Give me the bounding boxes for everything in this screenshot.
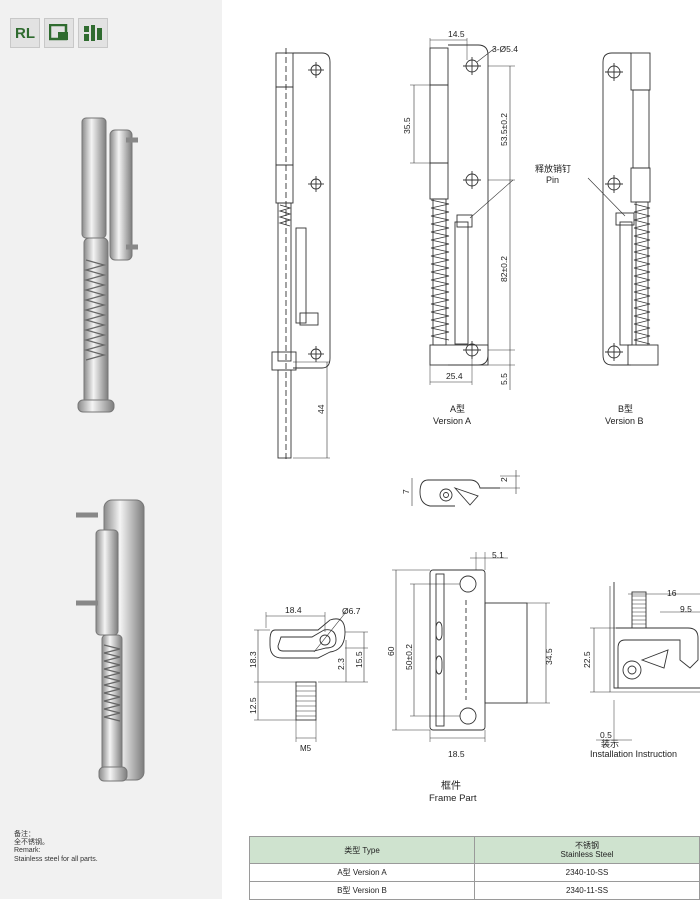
version-b-label-en: Version B [605,416,644,426]
dim-34-5: 34.5 [544,648,554,665]
dim-14-5: 14.5 [448,29,465,39]
version-b-view [587,52,659,366]
table-header-row: 类型 Type 不锈钢 Stainless Steel [249,836,700,864]
version-b-label-cn: B型 [618,404,633,414]
remark-note: 备注： 全不锈钢。 Remark: Stainless steel for al… [14,831,98,864]
hinge-photo-version-a [77,117,138,413]
product-photo-panel: RL 备注： 全不锈钢。 Remark: Stainless steel [0,0,222,899]
dim-15-5: 15.5 [354,651,364,668]
spec-table: 类型 Type 不锈钢 Stainless Steel A型 Version A… [249,836,700,900]
dim-7: 7 [401,489,411,494]
type-cell: A型 Version A [249,863,475,882]
dim-2-3: 2.3 [336,658,346,670]
type-cell: B型 Version B [249,881,475,900]
dim-5-1: 5.1 [492,550,504,560]
dim-53-5: 53.5±0.2 [499,113,509,146]
dim-2: 2 [499,477,509,482]
version-a-label-en: Version A [433,416,471,426]
dim-35-5: 35.5 [402,117,412,134]
dim-18-5: 18.5 [448,749,465,759]
rl-logo-icon: RL [10,18,40,48]
install-label-en: Installation Instruction [590,749,677,759]
table-row: A型 Version A 2340-10-SS [249,863,700,882]
technical-drawing-panel [222,0,700,899]
frame-part-front [392,552,550,742]
dim-44: 44 [316,404,326,414]
dim-16: 16 [667,588,677,598]
dim-0-5: 0.5 [600,730,612,740]
material-header-en: Stainless Steel [560,850,614,859]
type-header: 类型 Type [249,836,475,864]
version-a-label-cn: A型 [450,404,465,414]
dim-18-4: 18.4 [285,605,302,615]
pin-label-en: Pin [546,175,559,185]
table-row: B型 Version B 2340-11-SS [249,881,700,900]
dim-5-5: 5.5 [499,373,509,385]
dim-18-3: 18.3 [248,651,258,668]
dim-22-5: 22.5 [582,651,592,668]
remark-line: 全不锈钢。 [14,839,49,847]
dim-50: 50±0.2 [404,644,414,670]
dim-12-5: 12.5 [248,697,258,714]
frame-part-side [254,611,368,742]
dim-82: 82±0.2 [499,256,509,282]
material-header-cn: 不锈钢 [575,841,599,850]
dim-60: 60 [386,646,396,656]
frame-part-label-cn: 框件 [441,779,461,792]
material-header: 不锈钢 Stainless Steel [474,836,700,864]
remark-line: Stainless steel for all parts. [14,855,98,863]
dim-m5: M5 [300,744,312,753]
pin-label-cn: 释放销钉 [535,163,571,174]
end-view [411,470,520,507]
dim-25-4: 25.4 [446,371,463,381]
technical-drawing: 14.5 3-Ø5.4 35.5 53.5±0.2 82±0.2 5.5 25.… [248,29,700,804]
frame-part-label-en: Frame Part [429,793,477,804]
dim-phi-6-7: Ø6.7 [342,606,361,616]
dim-9-5: 9.5 [680,604,692,614]
side-view [271,48,331,460]
logo-strip: RL [10,18,108,48]
dimension-labels: 14.5 3-Ø5.4 35.5 53.5±0.2 82±0.2 5.5 25.… [248,29,692,804]
remark-line: 备注： [14,831,35,838]
remark-line: Remark: [14,847,41,855]
hinge-photo-version-b [76,499,145,782]
component-logo-icon [44,18,74,48]
installation-view [590,582,700,744]
install-label-cn: 装示 [601,738,619,749]
code-cell: 2340-10-SS [474,863,700,882]
code-cell: 2340-11-SS [474,881,700,900]
dim-3-phi-5-4: 3-Ø5.4 [492,44,518,54]
certification-logo-icon [78,18,108,48]
version-a-view [410,38,515,390]
